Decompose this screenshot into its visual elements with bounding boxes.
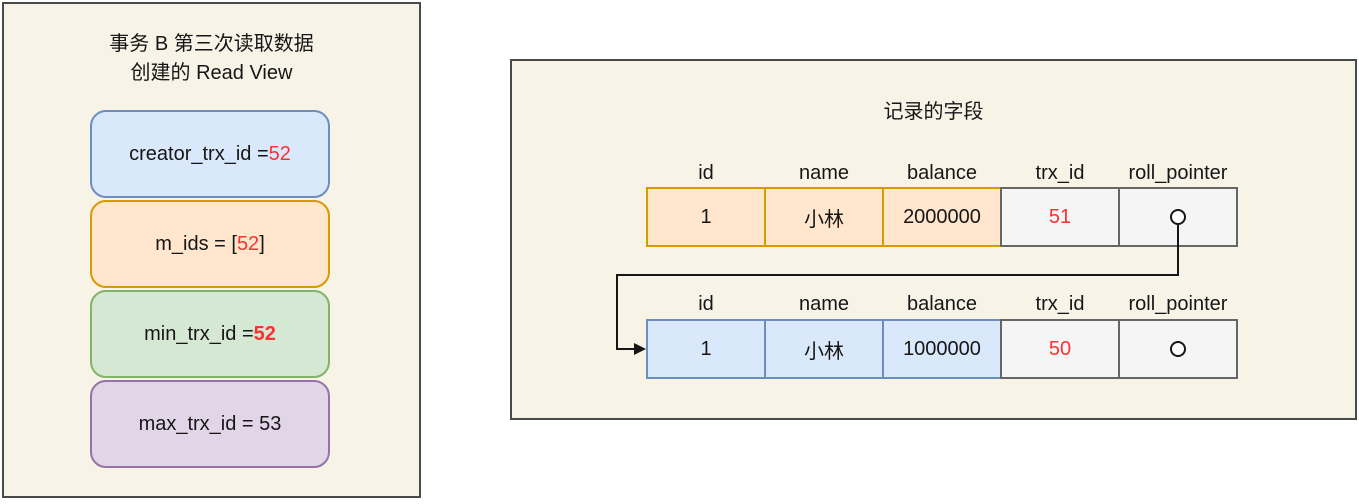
roll-pointer-arrow-segment-down [1177,225,1179,275]
record1-row: 1 小林 2000000 51 [646,187,1238,247]
m-ids-value: 52 [236,232,260,255]
record2-column-headers: id name balance trx_id roll_pointer [646,293,1238,316]
record-panel-title: 记录的字段 [883,101,984,123]
min-trx-id-label: min_trx_id = [144,322,254,345]
column-header-roll-pointer: roll_pointer [1128,162,1228,184]
max-trx-id-box: max_trx_id = 53 [90,380,330,468]
creator-trx-id-box: creator_trx_id = 52 [90,110,330,198]
record2-roll-pointer-cell [1118,319,1238,379]
arrow-head-icon [634,343,646,355]
roll-pointer-circle-icon [1170,209,1186,225]
record1-balance-cell: 2000000 [882,187,1002,247]
column-header-roll-pointer: roll_pointer [1128,293,1228,315]
record1-column-headers: id name balance trx_id roll_pointer [646,162,1238,185]
m-ids-suffix: ] [259,232,265,255]
record2-balance-cell: 1000000 [882,319,1002,379]
record-panel: 记录的字段 id name balance trx_id roll_pointe… [510,59,1357,420]
m-ids-box: m_ids = [52] [90,200,330,288]
creator-trx-id-label: creator_trx_id = [129,142,269,165]
record2-name-cell: 小林 [764,319,884,379]
read-view-title-line2: 创建的 Read View [130,62,293,84]
max-trx-id-label: max_trx_id = 53 [138,412,282,435]
roll-pointer-arrow-segment-down2 [616,274,618,350]
creator-trx-id-value: 52 [268,142,291,165]
column-header-name: name [798,293,850,315]
roll-pointer-arrow-segment-right [616,348,640,350]
min-trx-id-value: 52 [253,322,276,345]
read-view-panel: 事务 B 第三次读取数据 创建的 Read View creator_trx_i… [2,2,421,498]
column-header-trx-id: trx_id [1035,293,1085,315]
column-header-balance: balance [906,293,978,315]
column-header-id: id [698,293,714,315]
column-header-trx-id: trx_id [1035,162,1085,184]
record1-trx-id-cell: 51 [1000,187,1120,247]
record2-id-cell: 1 [646,319,766,379]
m-ids-label: m_ids = [ [155,232,237,255]
column-header-name: name [798,162,850,184]
read-view-title: 事务 B 第三次读取数据 创建的 Read View [4,30,419,88]
record2-row: 1 小林 1000000 50 [646,319,1238,379]
roll-pointer-arrow-segment-left [616,274,1179,276]
column-header-id: id [698,162,714,184]
record1-id-cell: 1 [646,187,766,247]
roll-pointer-circle-icon [1170,341,1186,357]
record1-name-cell: 小林 [764,187,884,247]
record2-trx-id-cell: 50 [1000,319,1120,379]
column-header-balance: balance [906,162,978,184]
read-view-title-line1: 事务 B 第三次读取数据 [109,33,314,55]
min-trx-id-box: min_trx_id = 52 [90,290,330,378]
